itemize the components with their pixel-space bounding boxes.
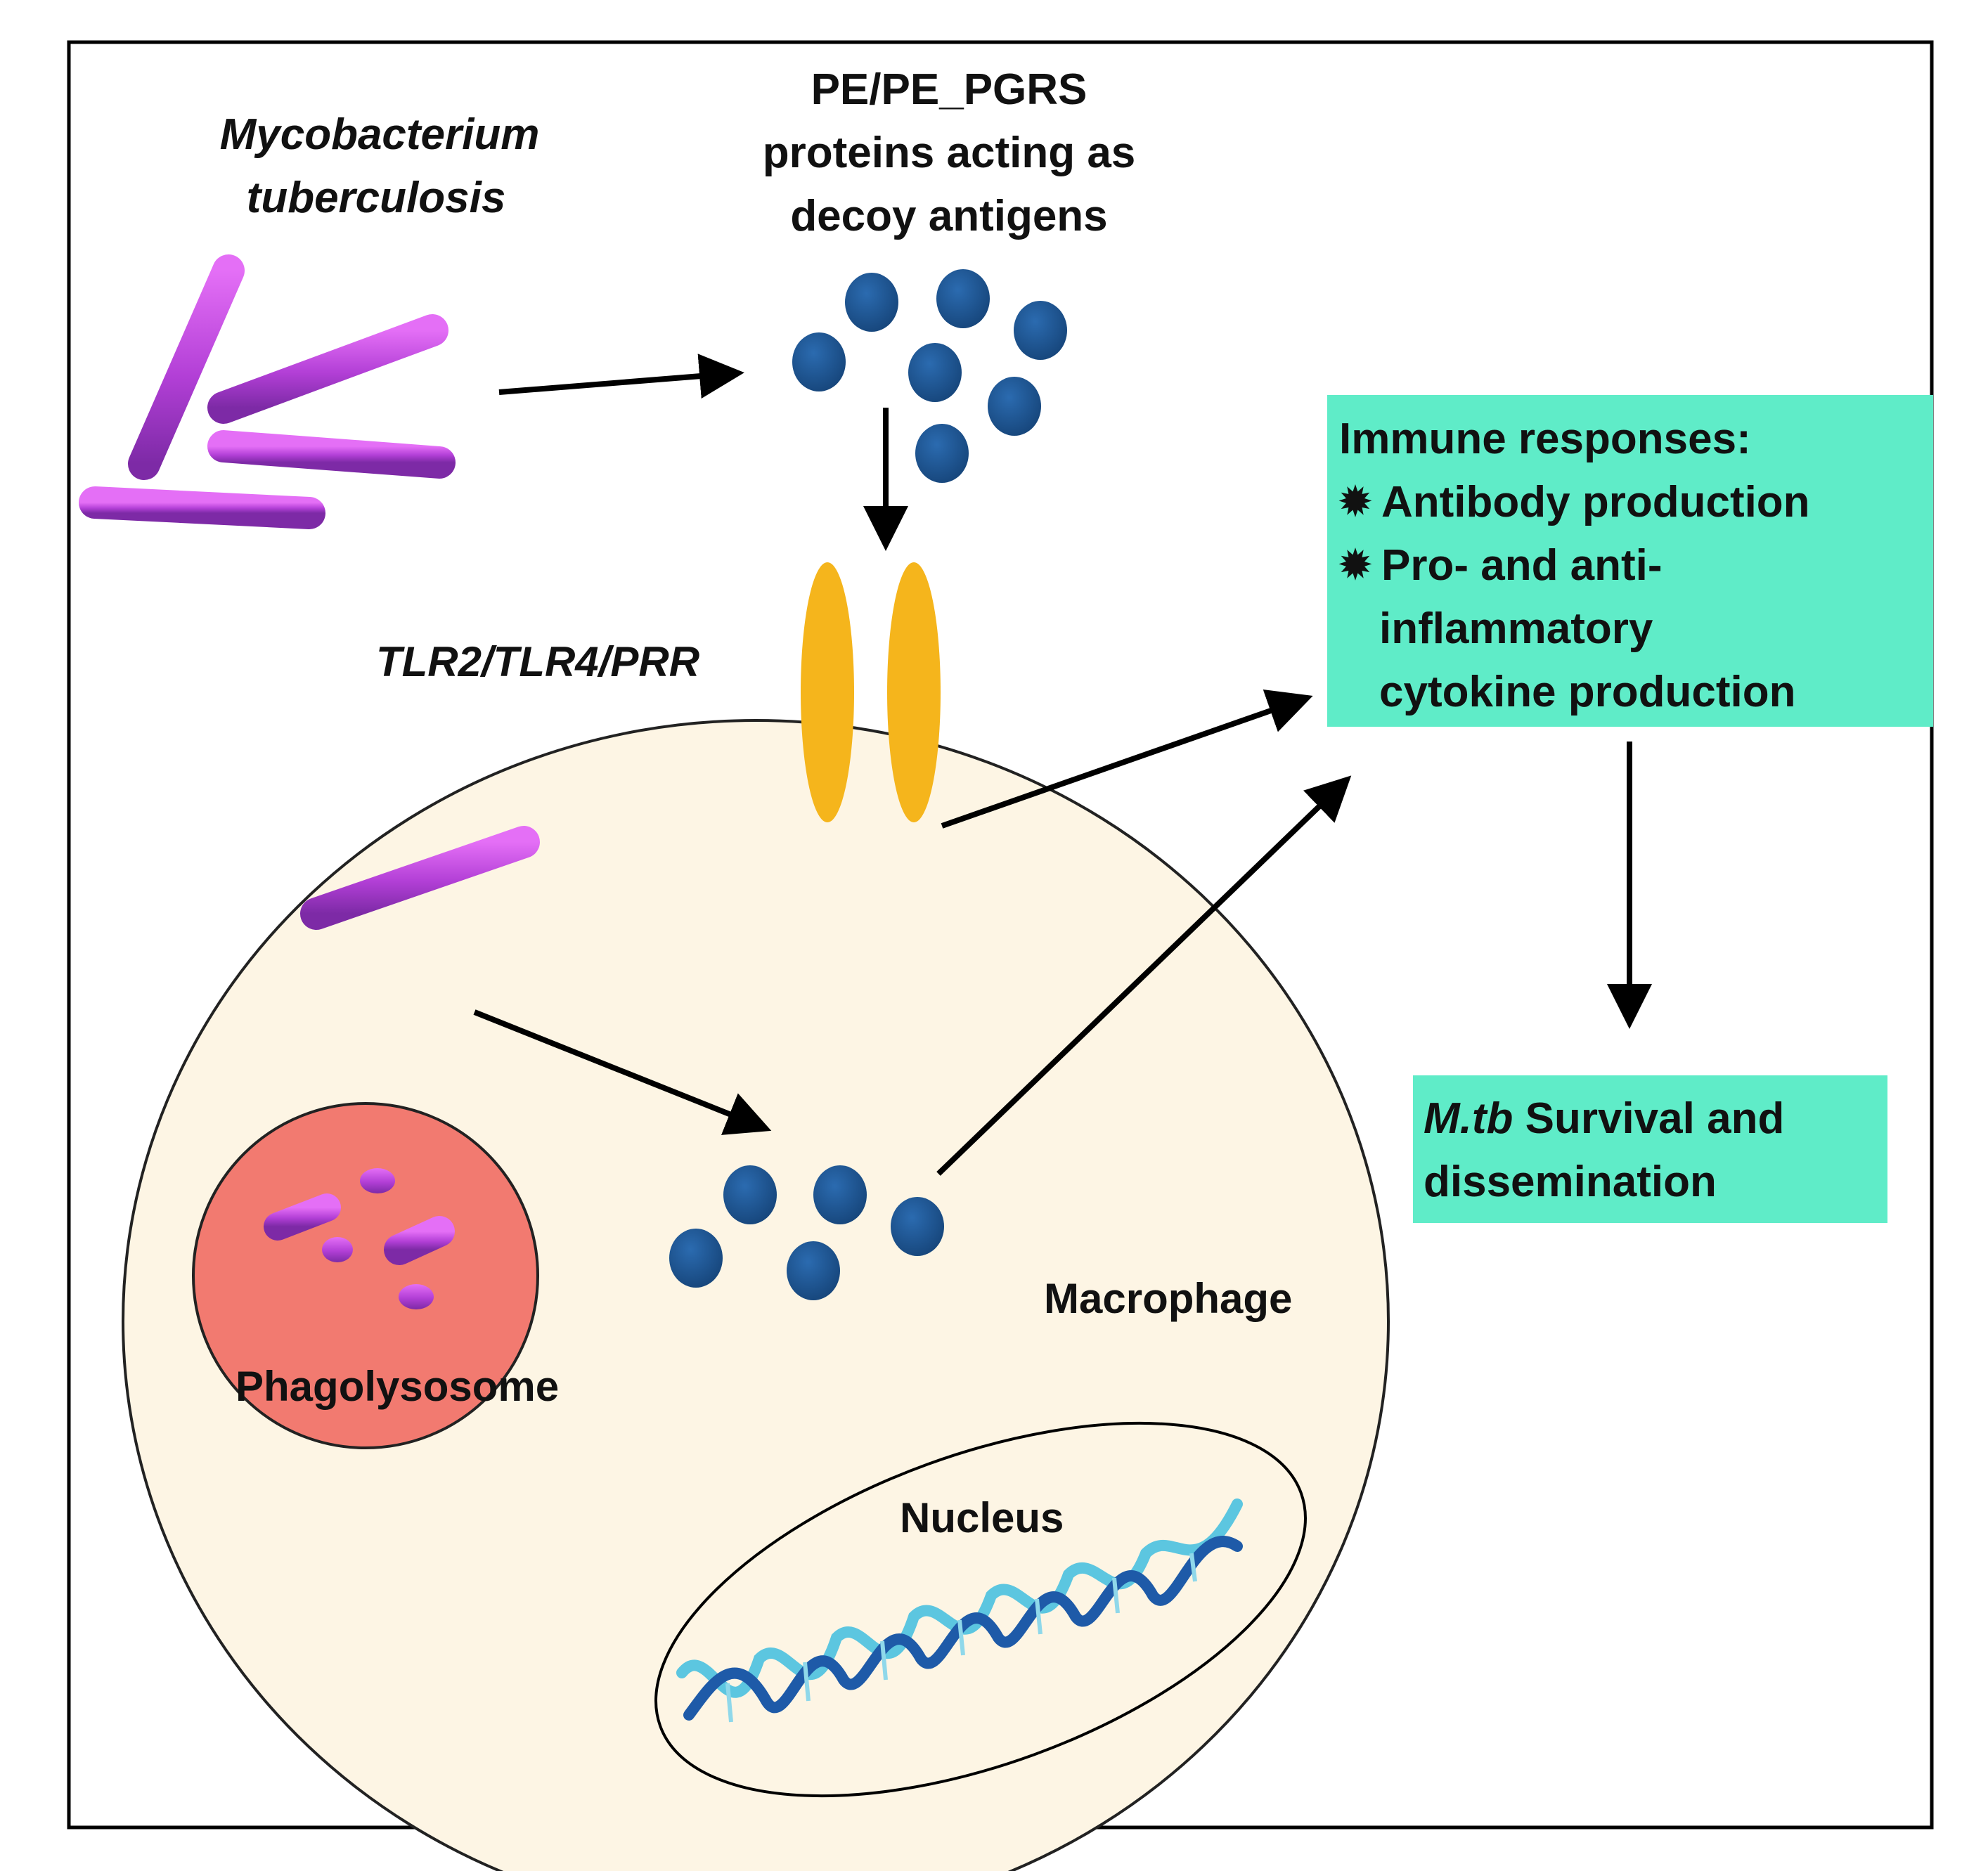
receptor-oval: [887, 562, 941, 822]
tlr-receptors: [801, 562, 941, 822]
survival-text: M.tb Survival and: [1424, 1094, 1784, 1143]
antigen-dot: [669, 1229, 723, 1288]
degraded-bacterium: [399, 1284, 434, 1309]
immune-responses-box: [1327, 395, 1933, 727]
antigen-cluster-intracellular: [669, 1165, 944, 1300]
antigen-dot: [1014, 301, 1067, 360]
immune-item-cytokine: cytokine production: [1379, 668, 1795, 716]
degraded-bacterium: [322, 1237, 353, 1262]
arrow-receptor-to-immune: [941, 690, 1313, 829]
macrophage-label: Macrophage: [1044, 1275, 1292, 1322]
degraded-bacterium: [384, 1216, 455, 1265]
survival-rest: Survival and: [1513, 1094, 1784, 1143]
phagolysosome-vesicle: [192, 1102, 539, 1449]
bacterium-rod: [207, 430, 456, 479]
immune-item-cytokine: inflammatory: [1379, 604, 1653, 653]
antigen-dot: [908, 343, 962, 402]
phagolysosome: [192, 1102, 539, 1449]
bacterium-rod: [300, 826, 540, 930]
nucleus: [654, 1421, 1307, 1798]
pe-proteins-label: proteins acting as: [763, 129, 1136, 177]
antigen-dot: [988, 377, 1041, 436]
antigen-dot: [891, 1197, 944, 1256]
receptor-label: TLR2/TLR4/PRR: [376, 638, 699, 685]
antigen-dot: [813, 1165, 867, 1224]
dna-rungs: [725, 1553, 1197, 1723]
antigen-dot: [792, 332, 846, 391]
bacterium-rod: [207, 314, 448, 424]
bacterium-rod: [128, 254, 245, 480]
pe-proteins-label: decoy antigens: [790, 192, 1107, 240]
mtb-label: tuberculosis: [247, 174, 506, 222]
bacterium-rod: [79, 486, 325, 529]
internalized-bacteria: [300, 826, 659, 953]
dna-strand-dark: [683, 1536, 1243, 1721]
mtb-label: Mycobacterium: [220, 110, 540, 159]
antigen-dot: [845, 273, 898, 332]
receptor-oval: [801, 562, 854, 822]
immune-bullet-icon: ✹: [1337, 478, 1374, 526]
antigen-dot: [723, 1165, 777, 1224]
immune-bullet-icon: ✹: [1337, 541, 1374, 590]
survival-text: dissemination: [1424, 1158, 1717, 1206]
arrows: [473, 354, 1652, 1176]
immune-box-title: Immune responses:: [1339, 415, 1751, 463]
pe-proteins-label: PE/PE_PGRS: [811, 65, 1087, 114]
mycobacteria-group: [79, 254, 456, 529]
degraded-bacterium: [360, 1168, 395, 1193]
antigen-dot: [915, 424, 969, 483]
arrow-bacteria-to-antigens: [498, 354, 744, 399]
immune-item-cytokine: Pro- and anti-: [1381, 541, 1663, 590]
arrow-bacteria-to-antigens-intracellular: [473, 1009, 772, 1135]
nucleus-label: Nucleus: [900, 1494, 1064, 1541]
arrow-antigens-to-immune: [936, 775, 1352, 1176]
phagolysosome-label: Phagolysosome: [235, 1363, 559, 1410]
survival-box: [1413, 1075, 1887, 1223]
antigen-cluster-top: [792, 269, 1067, 483]
immune-item-antibody: Antibody production: [1381, 478, 1810, 526]
degraded-bacterium: [264, 1193, 341, 1241]
antigen-dot: [936, 269, 990, 328]
antigen-dot: [787, 1241, 840, 1300]
survival-italic: M.tb: [1424, 1094, 1513, 1143]
